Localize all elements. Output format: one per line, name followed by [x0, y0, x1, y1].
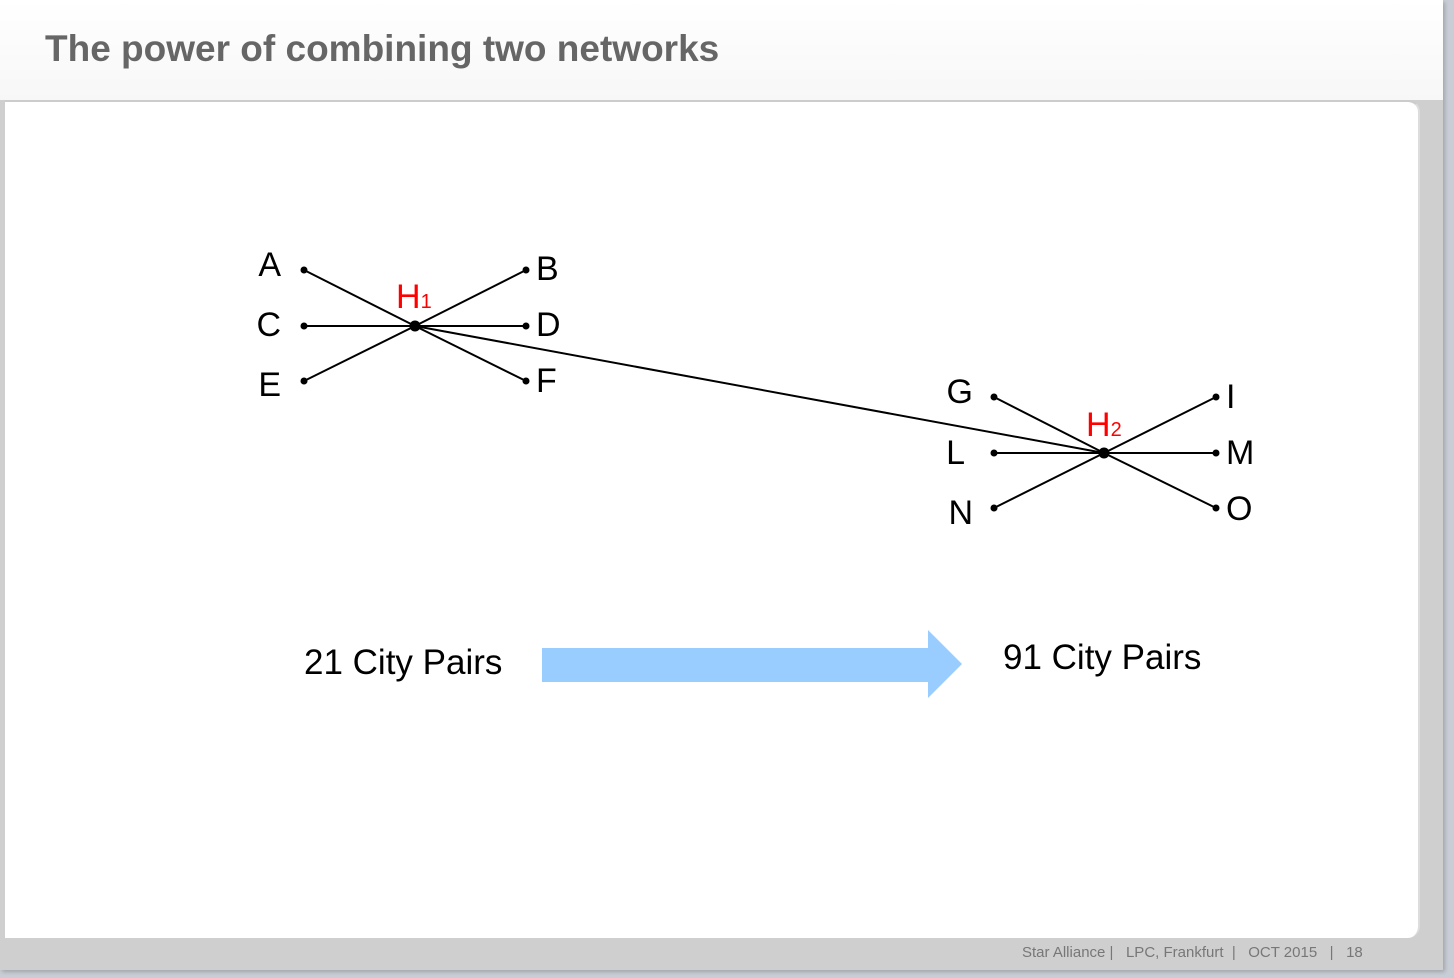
spoke-line	[414, 325, 527, 382]
slide-content	[5, 100, 1420, 938]
footer: Star Alliance | LPC, Frankfurt | OCT 201…	[1022, 944, 1363, 961]
city-label: E	[258, 366, 281, 404]
spoke-line	[1103, 396, 1217, 454]
city-node	[300, 322, 308, 330]
city-label: D	[536, 306, 561, 344]
city-label: O	[1226, 490, 1252, 528]
city-label: I	[1226, 378, 1235, 416]
footer-sep: |	[1317, 944, 1347, 961]
city-label: F	[536, 362, 557, 400]
spoke-line	[303, 325, 416, 382]
hub-link-line	[414, 325, 1105, 454]
footer-org: Star Alliance	[1022, 944, 1106, 961]
city-label: A	[258, 246, 281, 284]
footer-sep: |	[1105, 944, 1126, 961]
spoke-line	[303, 269, 416, 327]
slide-title: The power of combining two networks	[45, 28, 720, 69]
city-node	[300, 377, 308, 385]
before-label: 21 City Pairs	[304, 643, 503, 682]
hub-label: H1	[396, 278, 432, 316]
spoke-line	[993, 396, 1105, 454]
footer-date: OCT 2015	[1248, 944, 1318, 961]
city-node	[522, 322, 530, 330]
hub-label: H2	[1086, 406, 1122, 444]
footer-page: 18	[1346, 944, 1363, 961]
city-node	[1212, 393, 1220, 401]
spoke-line	[414, 269, 527, 327]
city-label: N	[948, 494, 973, 532]
city-node	[1212, 504, 1220, 512]
city-node	[990, 449, 998, 457]
after-label: 91 City Pairs	[1003, 638, 1202, 677]
city-label: M	[1226, 434, 1254, 472]
city-node	[522, 266, 530, 274]
city-label: L	[946, 434, 965, 472]
hub-node	[409, 320, 421, 332]
city-label: C	[256, 306, 281, 344]
city-node	[990, 393, 998, 401]
city-node	[990, 504, 998, 512]
slide-header: The power of combining two networks	[0, 0, 1443, 100]
spoke-line	[1103, 452, 1217, 509]
arrow-right-icon	[542, 630, 962, 698]
city-label: B	[536, 250, 559, 288]
city-node	[1212, 449, 1220, 457]
footer-sep: |	[1223, 944, 1249, 961]
spoke-line	[993, 452, 1105, 509]
city-label: G	[947, 373, 973, 411]
city-node	[522, 377, 530, 385]
hub-node	[1098, 447, 1110, 459]
footer-event: LPC, Frankfurt	[1125, 944, 1224, 961]
city-node	[300, 266, 308, 274]
